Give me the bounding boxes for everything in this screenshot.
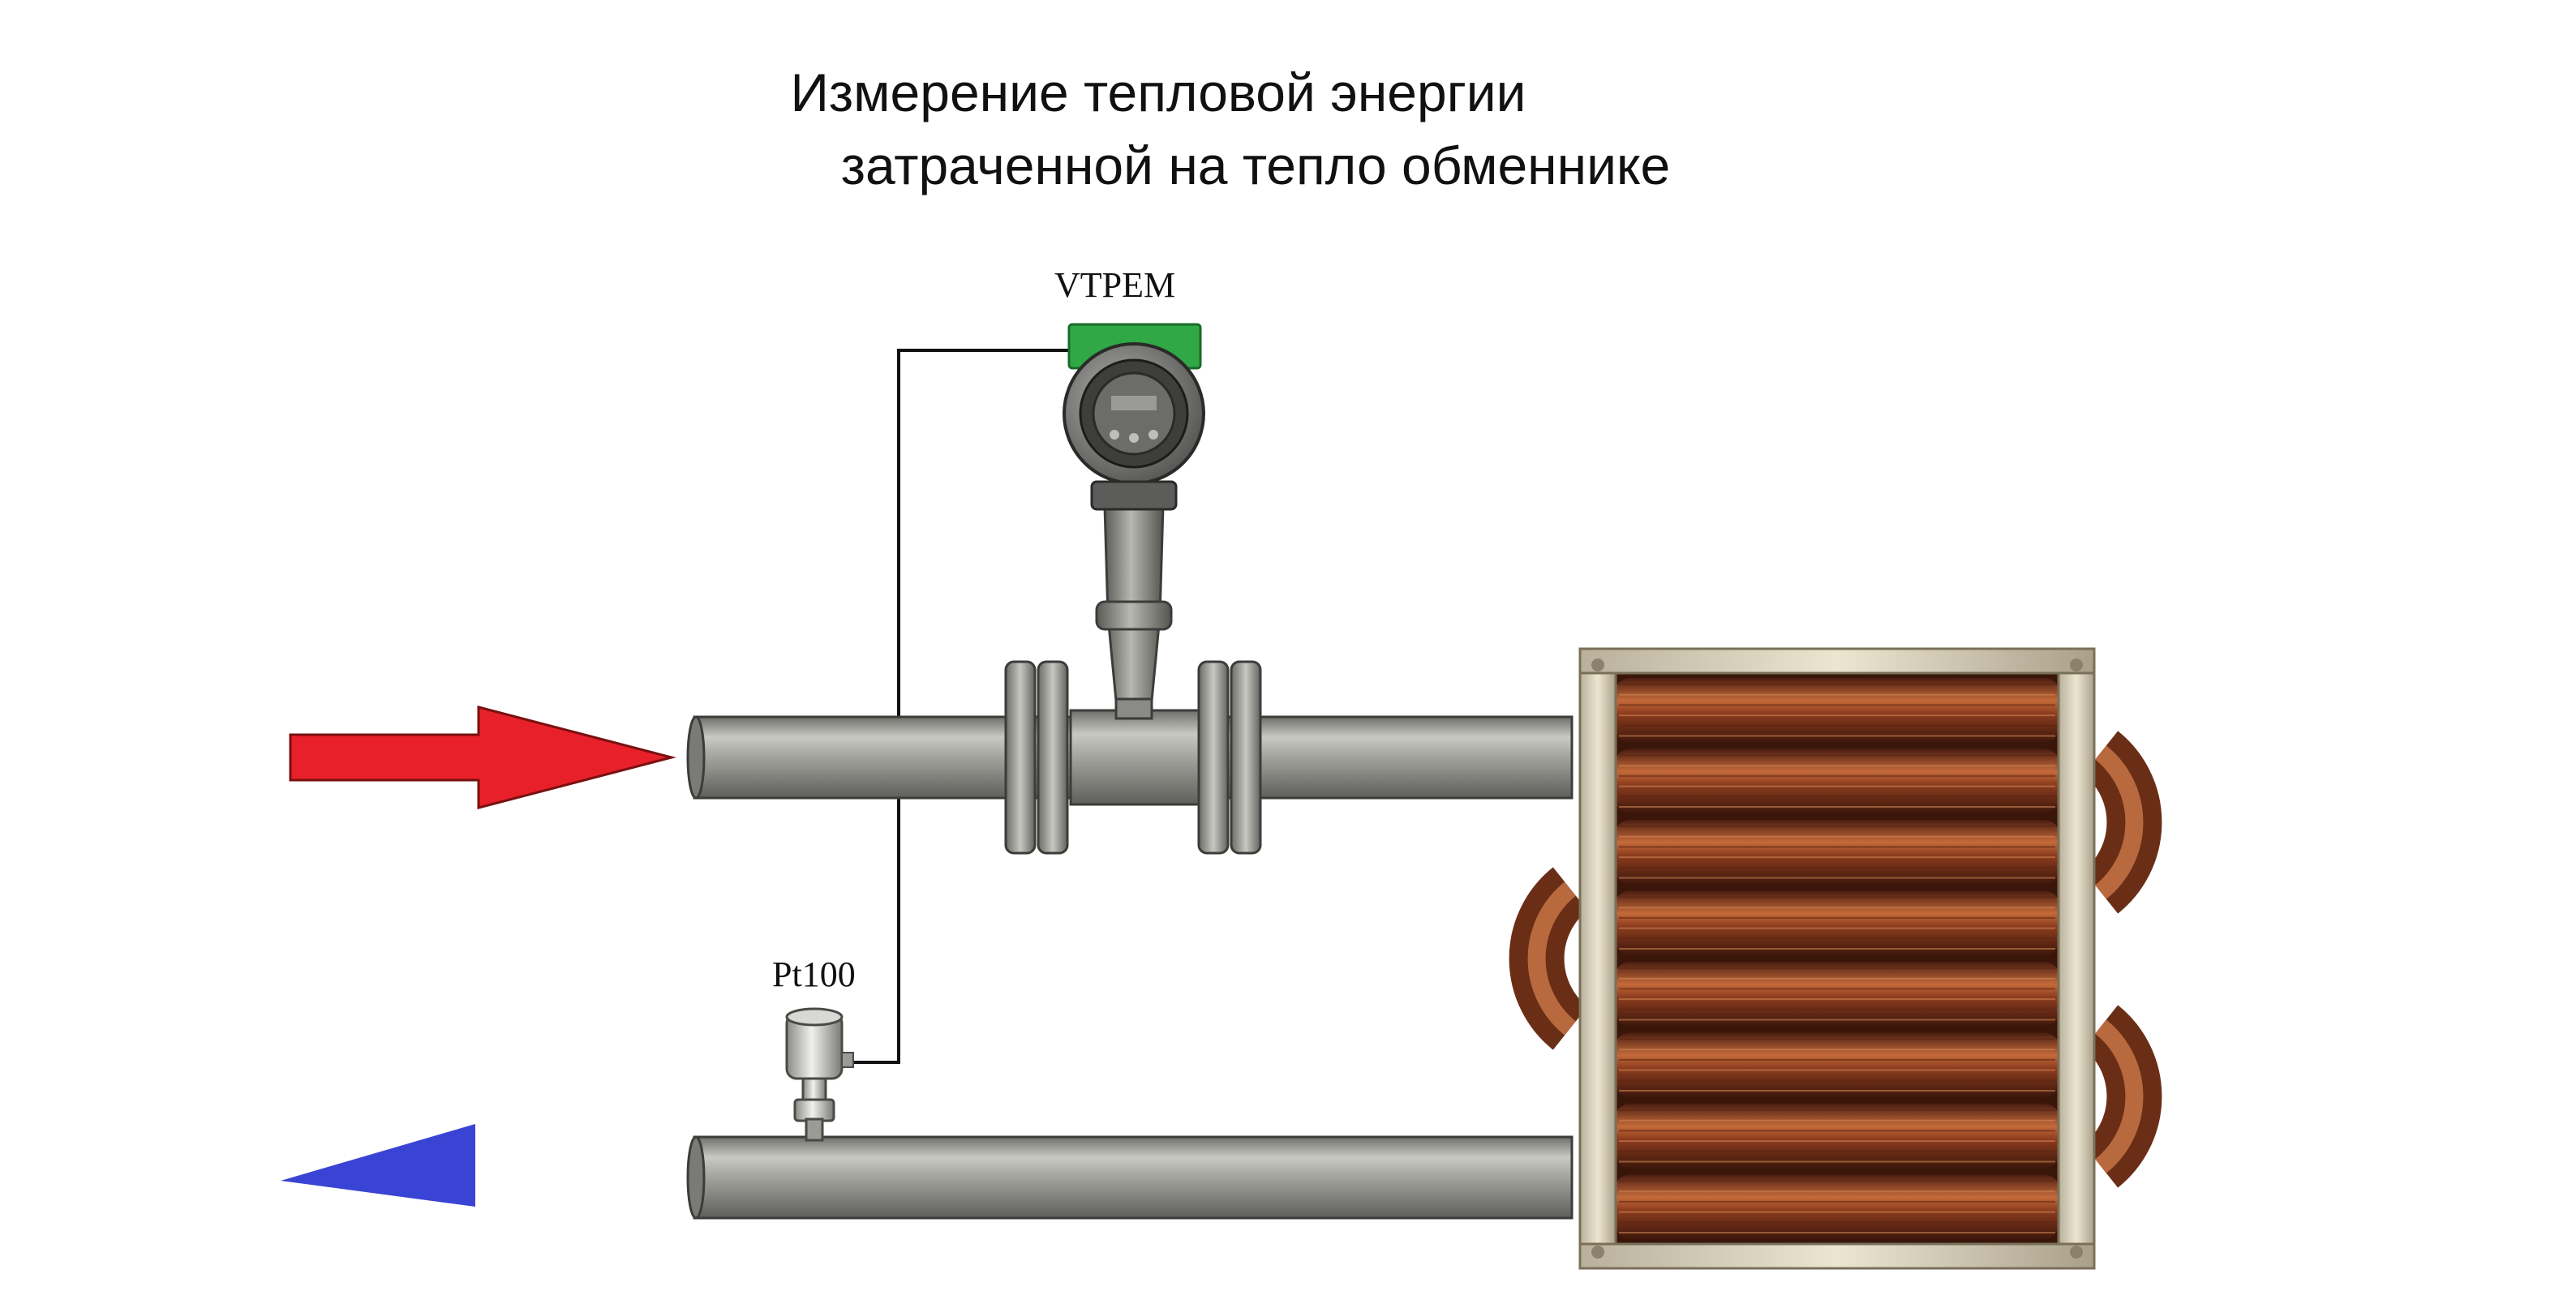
signal-wire bbox=[850, 349, 1069, 1064]
diagram-title-line-1: Измерение тепловой энергии bbox=[790, 62, 1526, 122]
copper-tube bbox=[1614, 749, 2060, 813]
pt100-sensor bbox=[785, 1007, 854, 1142]
copper-tube bbox=[1614, 820, 2060, 885]
heat-exchanger bbox=[1509, 647, 2162, 1270]
flange-left-outer bbox=[1004, 660, 1037, 855]
copper-tube bbox=[1614, 962, 2060, 1027]
copper-tube bbox=[1614, 1032, 2060, 1097]
copper-tube bbox=[1614, 890, 2060, 955]
return-pipe bbox=[686, 1135, 1574, 1220]
flange-right-inner bbox=[1197, 660, 1230, 855]
copper-tube bbox=[1614, 1104, 2060, 1169]
inflow-arrow bbox=[289, 706, 676, 809]
flowmeter-label: VTPEM bbox=[1054, 265, 1176, 305]
flange-right-outer bbox=[1230, 660, 1262, 855]
outflow-arrow bbox=[281, 1124, 670, 1207]
end-plate-right bbox=[2057, 647, 2096, 1270]
copper-tube bbox=[1614, 678, 2060, 743]
diagram-title-line-2: затраченной на тепло обменнике bbox=[840, 135, 1671, 195]
end-plate-left bbox=[1578, 647, 1617, 1270]
temperature-sensor-label: Pt100 bbox=[772, 954, 856, 994]
copper-tube bbox=[1614, 1174, 2060, 1239]
flowmeter bbox=[1004, 323, 1262, 855]
flange-left-inner bbox=[1037, 660, 1069, 855]
